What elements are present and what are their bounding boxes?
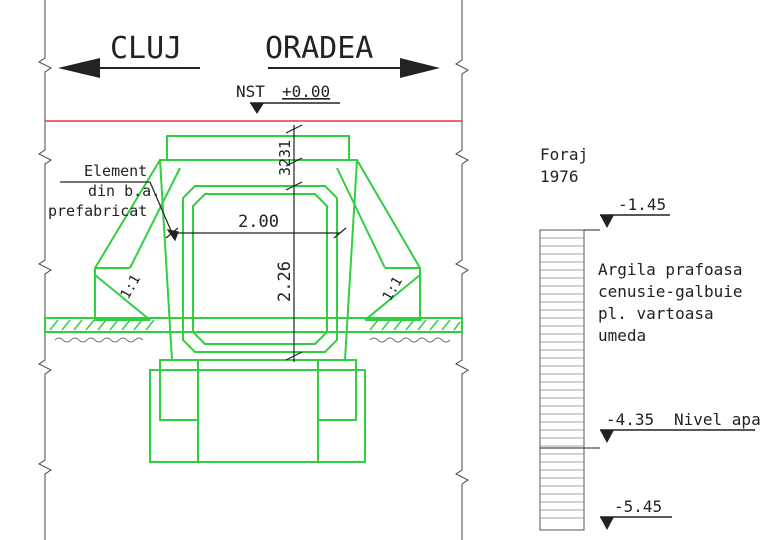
level-marker-icon (250, 102, 340, 114)
nst-label: NST (236, 82, 265, 101)
ground-layer-hatch (44, 317, 463, 343)
arrow-right-icon (268, 58, 440, 78)
borehole-title: Foraj (540, 145, 588, 164)
nst-value: +0.00 (282, 82, 330, 101)
borehole-year: 1976 (540, 167, 579, 186)
culvert-structure (94, 135, 421, 463)
dim-top-thickness-b: 31 (276, 140, 294, 158)
level-marker-top-icon (584, 214, 670, 231)
level-marker-water-icon (540, 429, 755, 449)
borehole-water-label: Nivel apa (674, 410, 761, 429)
soil-line-2: cenusie-galbuie (598, 282, 743, 301)
borehole-column (539, 229, 585, 531)
dim-inner-height: 2.26 (275, 261, 295, 302)
dimension-lines (165, 124, 347, 362)
borehole-bottom-level: -5.45 (614, 497, 662, 516)
left-break-line (38, 0, 52, 540)
soil-line-3: pl. vartoasa (598, 304, 714, 323)
level-marker-bottom-icon (600, 516, 672, 530)
callout-leader (60, 181, 179, 242)
borehole-water-level: -4.35 (606, 410, 654, 429)
callout-line-3: prefabricat (48, 202, 147, 220)
right-break-line (455, 0, 469, 540)
arrow-left-icon (58, 58, 200, 78)
callout-line-2: din b.a. (88, 182, 160, 200)
dim-top-thickness: 32 (276, 158, 294, 176)
callout-line-1: Element (84, 162, 147, 180)
direction-right-label: ORADEA (265, 31, 373, 66)
soil-line-4: umeda (598, 326, 646, 345)
direction-left-label: CLUJ (110, 31, 182, 66)
soil-line-1: Argila prafoasa (598, 260, 743, 279)
borehole-top-level: -1.45 (618, 195, 666, 214)
dim-inner-width: 2.00 (238, 212, 279, 232)
